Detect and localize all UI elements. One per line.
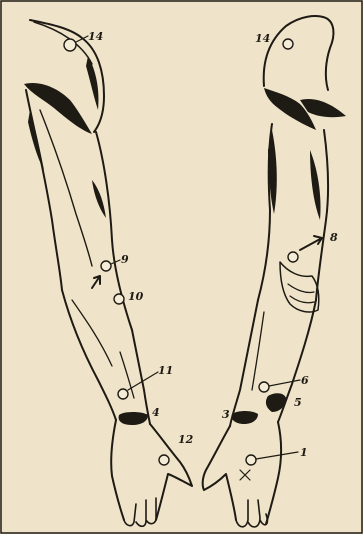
right-label-6: 6 <box>301 374 309 387</box>
right-shoulder-outline <box>264 16 334 90</box>
right-label-3: 3 <box>222 408 230 421</box>
right-wrist-hatched-zone-3 <box>232 411 258 424</box>
right-label-8: 8 <box>330 231 338 244</box>
left-label-12: 12 <box>178 433 194 446</box>
left-label-9: 9 <box>121 253 129 266</box>
left-label-4: 4 <box>152 406 160 419</box>
left-point-14 <box>64 39 76 51</box>
right-hand-fingers <box>236 500 267 527</box>
left-point-9 <box>101 261 111 271</box>
right-elbow <box>280 262 319 312</box>
right-point-14 <box>283 39 293 49</box>
right-label-5: 5 <box>294 396 302 409</box>
right-palm-cross <box>240 470 250 480</box>
left-point-12 <box>159 455 169 465</box>
left-arm: 14 9 10 11 4 12 <box>24 20 194 526</box>
right-upper-arm-inner <box>316 130 328 300</box>
right-forearm-outer <box>230 300 258 426</box>
left-hand-fingers <box>124 498 156 526</box>
right-label-1: 1 <box>300 446 308 459</box>
left-forearm-inner <box>132 330 150 424</box>
right-arm: 14 8 6 5 3 1 <box>203 16 346 527</box>
right-point-8 <box>288 252 298 262</box>
right-point-6 <box>259 382 269 392</box>
right-arrow-icon <box>300 236 322 250</box>
left-label-14: 14 <box>88 30 103 43</box>
left-label-11: 11 <box>158 364 173 377</box>
right-point-1 <box>246 455 256 465</box>
left-label-10: 10 <box>128 290 144 303</box>
left-point-11 <box>118 389 128 399</box>
left-wrist-hatched-zone <box>119 412 148 425</box>
left-arrow-icon <box>92 276 100 288</box>
left-forearm-outer <box>62 290 116 420</box>
left-point-10 <box>114 294 124 304</box>
right-hand-outline <box>203 422 281 524</box>
right-label-14: 14 <box>255 32 270 45</box>
